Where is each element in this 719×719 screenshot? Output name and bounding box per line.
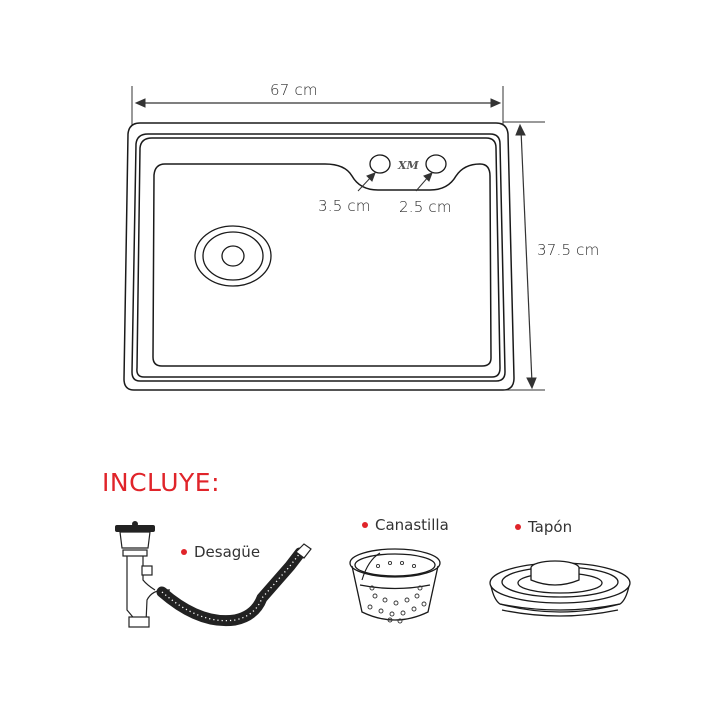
- item-label: Tapón: [528, 518, 573, 536]
- width-label: 67 cm: [270, 81, 318, 99]
- includes-item-desague: Desagüe: [181, 543, 260, 561]
- width-dimension-line: [131, 86, 504, 125]
- includes-item-canastilla: Canastilla: [362, 516, 449, 534]
- height-label: 37.5 cm: [537, 241, 600, 259]
- drain-icon: [194, 225, 272, 287]
- sink-stopper-icon: [489, 560, 631, 617]
- hole-pointer-arrows: [357, 172, 433, 192]
- hole-right-label: 2.5 cm: [399, 198, 452, 216]
- bullet-dot-icon: [362, 521, 368, 528]
- bullet-dot-icon: [181, 548, 187, 555]
- faucet-holes: [369, 154, 447, 174]
- includes-item-tapon: Tapón: [515, 518, 572, 536]
- height-dimension-line: [503, 121, 545, 391]
- strainer-basket-icon: [349, 548, 441, 624]
- item-label: Desagüe: [194, 543, 261, 561]
- hole-left-label: 3.5 cm: [318, 197, 371, 215]
- faucet-hole-left: [369, 154, 391, 174]
- faucet-hole-right: [425, 154, 447, 174]
- includes-title: INCLUYE:: [102, 468, 221, 497]
- drain-pipe-icon: [115, 521, 312, 628]
- item-label: Canastilla: [375, 516, 449, 534]
- bullet-dot-icon: [515, 523, 521, 530]
- brand-logo: XM: [397, 159, 420, 172]
- sink-outline: [123, 122, 515, 391]
